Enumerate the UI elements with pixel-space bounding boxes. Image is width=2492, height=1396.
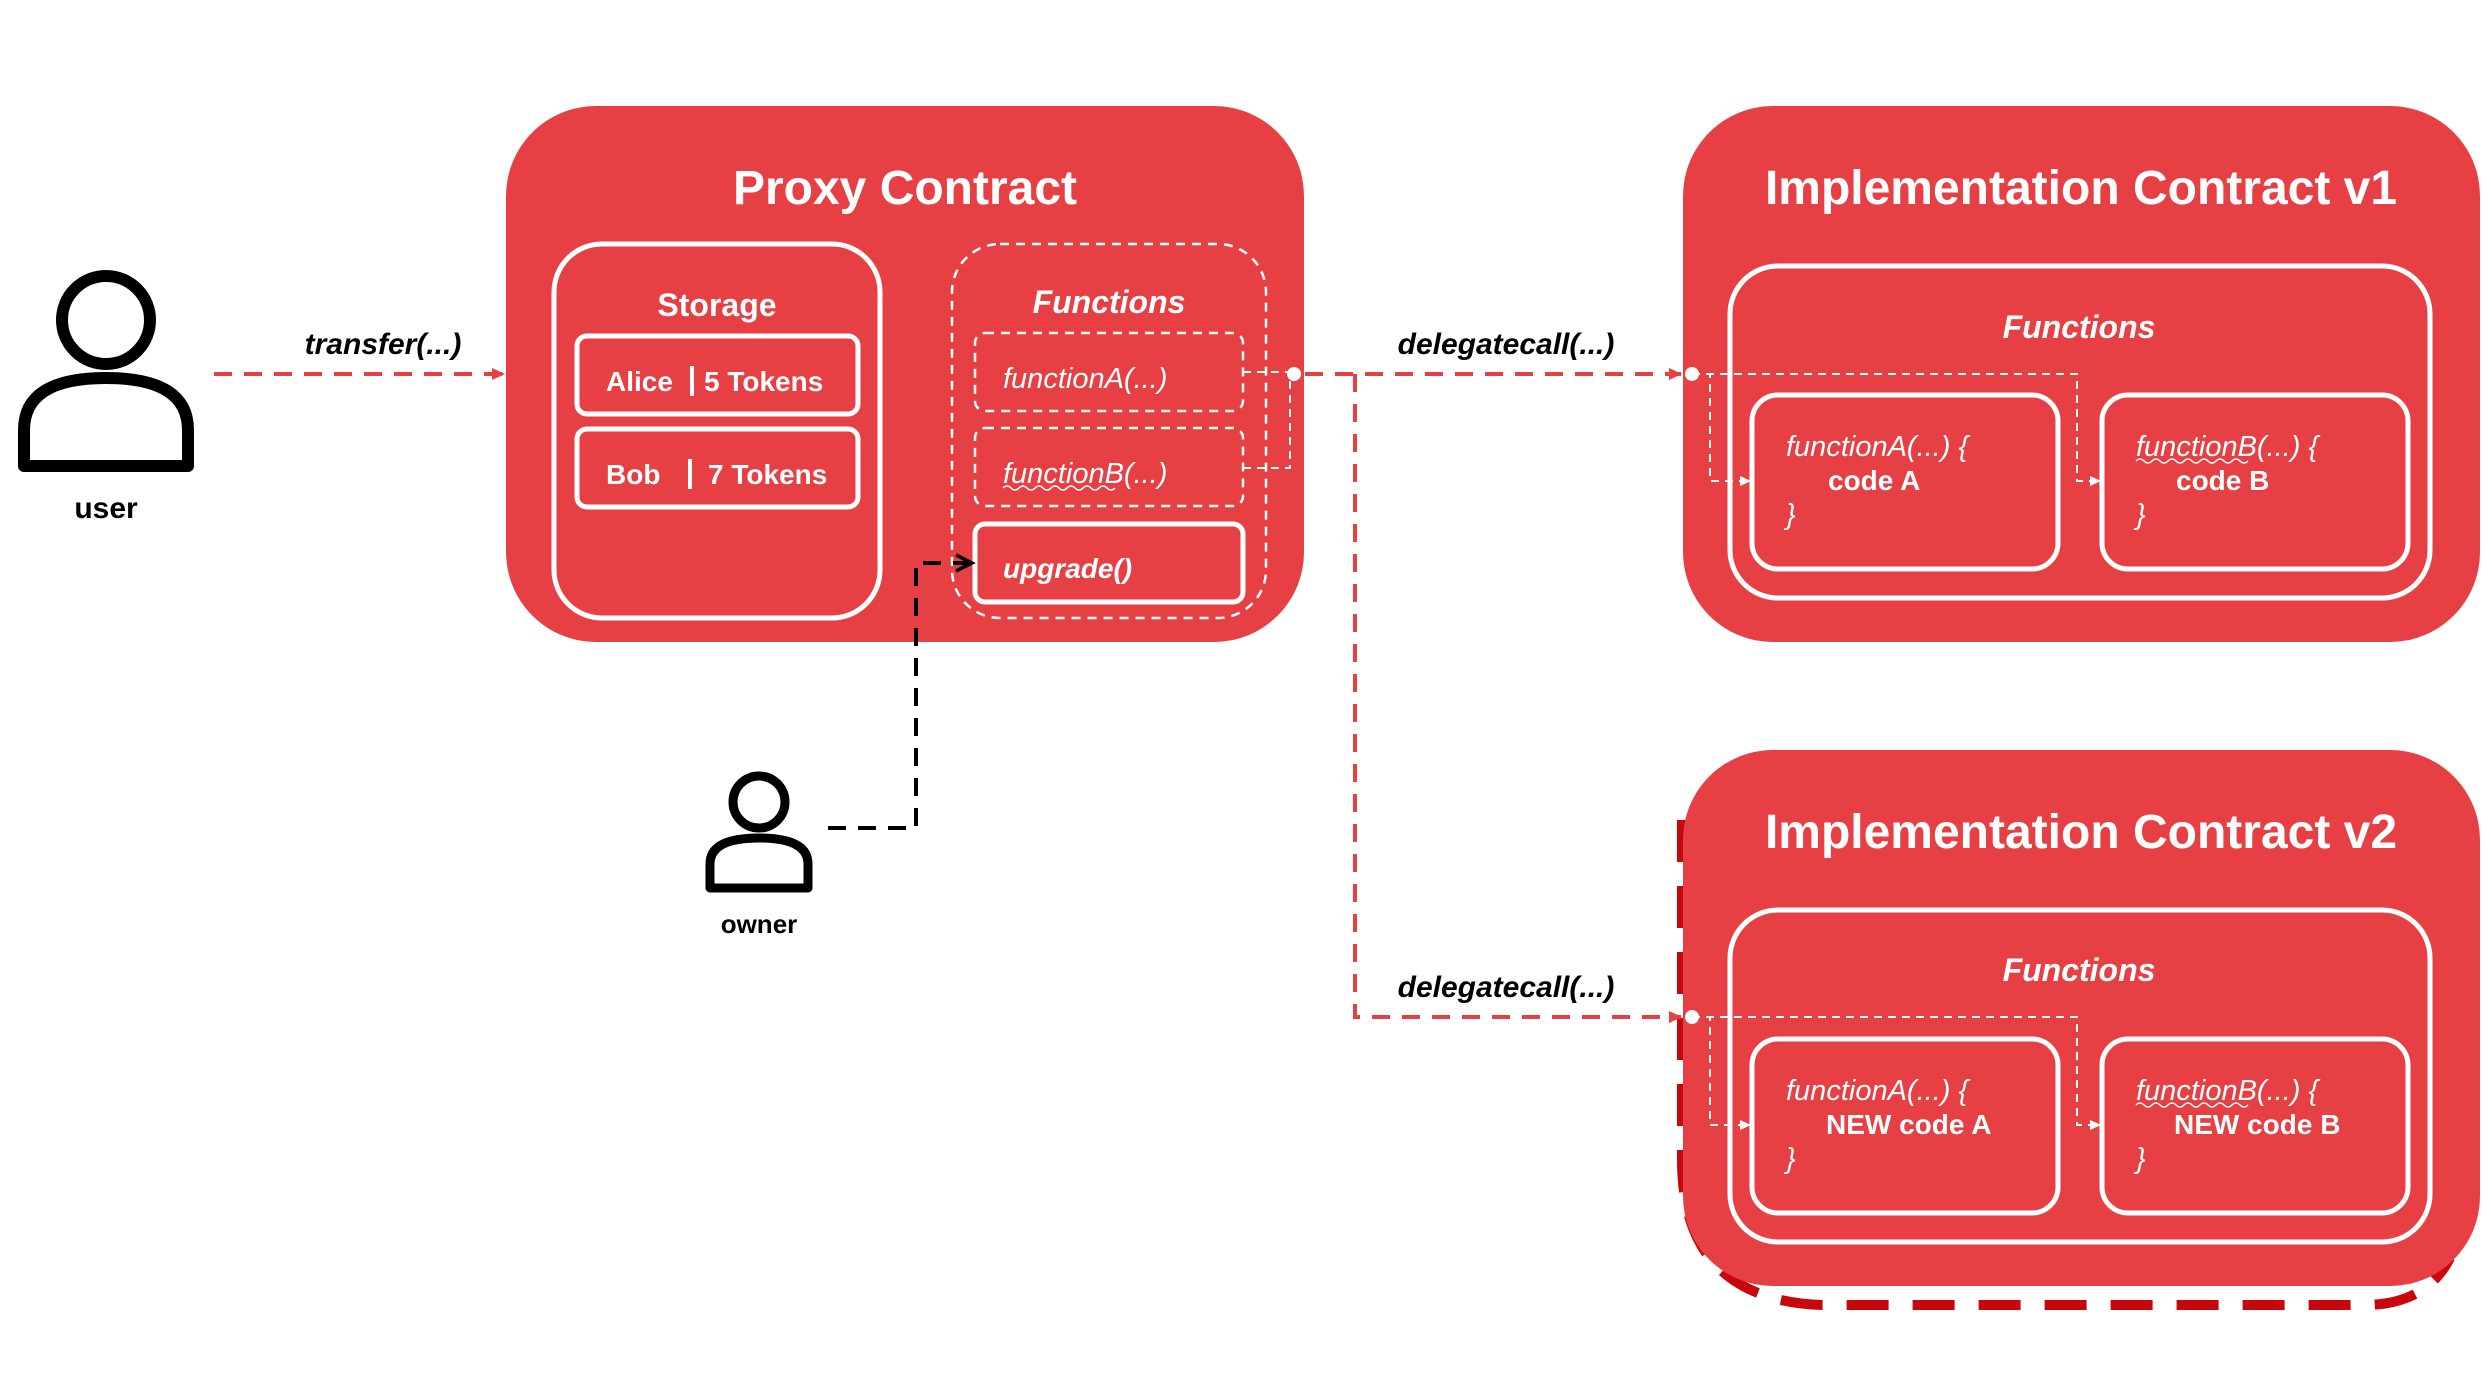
function-signature: functionB(...) {	[2136, 431, 2320, 463]
impl-v2-function-a: functionA(...) { NEW code A }	[1749, 1036, 2061, 1216]
proxy-function-b-label: functionB(...)	[1003, 458, 1167, 490]
user-actor: user	[18, 270, 194, 525]
owner-actor: owner	[705, 771, 813, 939]
user-label: user	[74, 492, 138, 525]
storage-row-name: Bob	[606, 459, 660, 490]
delegatecall-v1-label: delegatecall(...)	[1398, 328, 1615, 361]
storage-row-name: Alice	[606, 366, 673, 397]
function-close: }	[1783, 499, 1796, 531]
function-body: code A	[1828, 465, 1920, 496]
impl-v2-dispatch-lines	[1685, 1010, 2101, 1130]
implementation-v1: Implementation Contract v1 Functions fun…	[1683, 106, 2480, 642]
impl-v2-functions-title: Functions	[2003, 952, 2156, 988]
impl-v2-highlight-border	[1677, 820, 2455, 1310]
storage-row: Bob 7 Tokens	[574, 426, 861, 510]
impl-v2-container	[1683, 750, 2480, 1286]
impl-v1-dispatch-lines	[1685, 367, 2101, 486]
delegatecall-v2-label: delegatecall(...)	[1398, 971, 1615, 1004]
spellcheck-squiggle	[1002, 485, 1116, 491]
impl-v1-container	[1683, 106, 2480, 642]
impl-v1-function-b: functionB(...) { code B }	[2099, 392, 2411, 572]
function-signature: functionB(...) {	[2136, 1075, 2320, 1107]
function-close: }	[2133, 1143, 2146, 1175]
proxy-contract: Proxy Contract Storage Alice 5 Tokens Bo…	[506, 106, 1304, 642]
impl-v2-functions-panel	[1727, 907, 2433, 1245]
function-signature: functionA(...) {	[1786, 431, 1970, 463]
spellcheck-squiggle	[2135, 458, 2249, 464]
storage-row-value: 7 Tokens	[708, 459, 827, 490]
implementation-v2: Implementation Contract v2 Functions fun…	[1677, 750, 2480, 1310]
transfer-label: transfer(...)	[305, 328, 462, 361]
user-icon	[18, 270, 194, 472]
function-signature: functionA(...) {	[1786, 1075, 1970, 1107]
spellcheck-squiggle	[2135, 1102, 2249, 1108]
delegatecall-v2-edge: delegatecall(...)	[1353, 374, 1682, 1023]
storage-row: Alice 5 Tokens	[574, 333, 861, 417]
function-body: NEW code B	[2174, 1109, 2340, 1140]
delegatecall-v1-edge: delegatecall(...)	[1305, 328, 1682, 380]
upgrade-function-label: upgrade()	[1003, 553, 1132, 584]
impl-v1-functions-panel	[1727, 263, 2433, 601]
function-body: code B	[2176, 465, 2269, 496]
storage-row-value: 5 Tokens	[704, 366, 823, 397]
function-close: }	[1783, 1143, 1796, 1175]
transfer-edge: transfer(...)	[214, 328, 505, 380]
proxy-forward-lines	[1243, 367, 1301, 469]
proxy-function-a-label: functionA(...)	[1003, 363, 1167, 395]
storage-panel: Storage Alice 5 Tokens Bob 7 Tokens	[551, 241, 883, 621]
impl-v2-function-b: functionB(...) { NEW code B }	[2099, 1036, 2411, 1216]
impl-v1-functions-title: Functions	[2003, 309, 2156, 345]
impl-v1-title: Implementation Contract v1	[1765, 162, 2397, 215]
proxy-title: Proxy Contract	[733, 162, 1077, 215]
impl-v1-function-a: functionA(...) { code A }	[1749, 392, 2061, 572]
owner-icon	[705, 771, 813, 893]
function-body: NEW code A	[1826, 1109, 1991, 1140]
upgrade-edge	[828, 553, 976, 830]
storage-title: Storage	[657, 287, 776, 323]
upgrade-function: upgrade()	[972, 521, 1246, 605]
function-close: }	[2133, 499, 2146, 531]
owner-label: owner	[721, 909, 798, 939]
proxy-functions-panel: Functions functionA(...) functionB(...) …	[950, 242, 1268, 620]
proxy-functions-title: Functions	[1033, 284, 1186, 320]
impl-v2-title: Implementation Contract v2	[1765, 806, 2397, 859]
